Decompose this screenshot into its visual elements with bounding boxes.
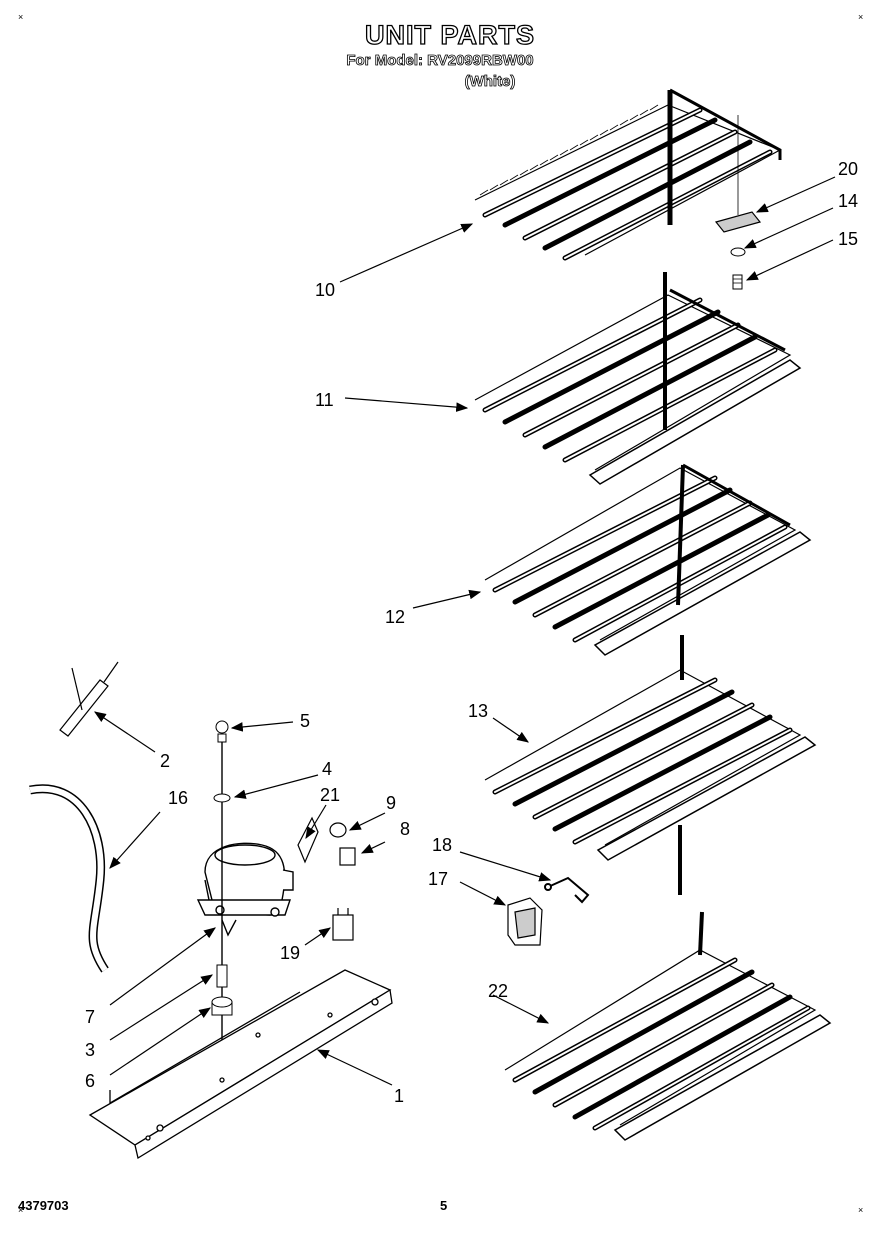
- callout-8: 8: [400, 819, 411, 839]
- callout-1: 1: [394, 1086, 405, 1106]
- callout-17: 17: [428, 869, 449, 889]
- shelf-13: [484, 635, 817, 895]
- callout-7: 7: [85, 1007, 96, 1027]
- shelf-10: [474, 88, 782, 261]
- sleeve-part-3: [216, 964, 228, 988]
- corner-mark-bottom-right: ×: [858, 1205, 864, 1215]
- callout-21: 21: [320, 785, 341, 805]
- callout-2: 2: [160, 751, 171, 771]
- leader-lines: [94, 176, 836, 1086]
- model-color: (White): [464, 73, 516, 91]
- clip-part-21: [297, 816, 319, 864]
- callout-13: 13: [468, 701, 489, 721]
- callout-20: 20: [838, 159, 859, 179]
- corner-mark-bottom-left: ×: [18, 1205, 24, 1215]
- callout-14: 14: [838, 191, 859, 211]
- callout-9: 9: [386, 793, 397, 813]
- callout-4: 4: [322, 759, 333, 779]
- callout-3: 3: [85, 1040, 96, 1060]
- document-part-number: 4379703: [18, 1198, 69, 1213]
- overload-part-9: [329, 822, 347, 838]
- compressor-assembly: [196, 842, 294, 937]
- screw-part-15: [732, 274, 743, 290]
- shelf-12: [484, 463, 812, 656]
- base-plate-part-1: [88, 969, 393, 1160]
- washer-part-4: [213, 793, 231, 803]
- corner-mark-top-left: ×: [18, 12, 24, 22]
- callout-15: 15: [838, 229, 859, 249]
- bracket-part-20: [714, 115, 762, 233]
- washer-part-14: [730, 247, 746, 257]
- mounting-stud: [211, 720, 233, 1080]
- callout-11: 11: [315, 390, 334, 410]
- terminal-cover-part-17: [507, 897, 543, 946]
- callout-10: 10: [315, 280, 336, 300]
- bracket-part-18: [544, 876, 590, 904]
- model-number: For Model: RV2099RBW00: [346, 52, 534, 70]
- callout-6: 6: [85, 1071, 96, 1091]
- callout-19: 19: [280, 943, 301, 963]
- callout-5: 5: [300, 711, 311, 731]
- callout-16: 16: [168, 788, 189, 808]
- corner-mark-top-right: ×: [858, 12, 864, 22]
- callout-12: 12: [385, 607, 406, 627]
- page-number: 5: [440, 1198, 448, 1213]
- callout-18: 18: [432, 835, 453, 855]
- page-title: UNIT PARTS: [364, 19, 535, 50]
- relay-part-8: [339, 847, 356, 866]
- thermostat-tube-part-2: [59, 661, 119, 737]
- callout-22: 22: [488, 981, 509, 1001]
- shelf-22: [504, 911, 832, 1141]
- shelf-11: [474, 272, 802, 485]
- capacitor-part-19: [332, 908, 354, 941]
